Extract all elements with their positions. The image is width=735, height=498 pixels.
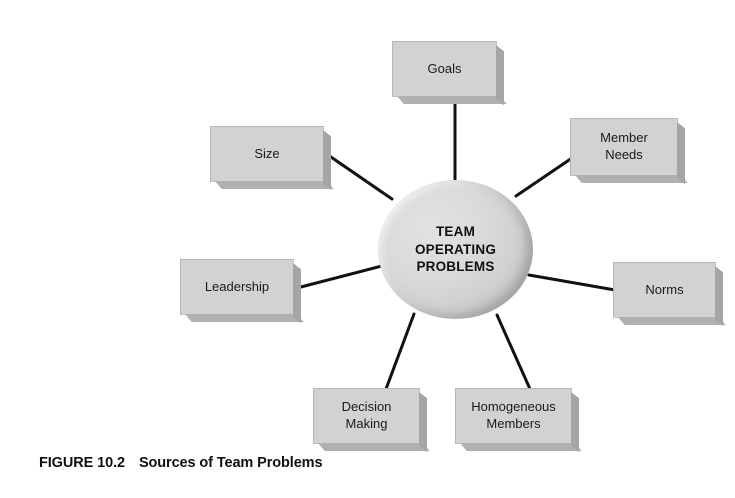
node-member-needs[interactable]: Member Needs xyxy=(570,118,678,176)
node-decision-making[interactable]: Decision Making xyxy=(313,388,420,444)
connector-decision-making xyxy=(384,312,416,391)
connector-member-needs xyxy=(514,156,574,198)
node-decision-making-line2: Making xyxy=(345,416,388,431)
node-member-needs-line1: Member xyxy=(600,130,648,146)
figure-caption-number: FIGURE 10.2 xyxy=(39,455,125,471)
node-size[interactable]: Size xyxy=(210,126,324,182)
node-goals-label: Goals xyxy=(427,60,462,76)
node-norms-label: Norms xyxy=(645,281,684,297)
connector-norms xyxy=(527,273,617,292)
hub-label-line3: PROBLEMS xyxy=(416,259,495,275)
connector-size xyxy=(326,153,394,201)
node-member-needs-label: Member Needs xyxy=(600,130,648,163)
node-homogeneous-members[interactable]: Homogeneous Members xyxy=(455,388,572,444)
node-leadership[interactable]: Leadership xyxy=(180,259,294,315)
node-size-label: Size xyxy=(254,145,280,161)
node-goals[interactable]: Goals xyxy=(392,41,497,97)
connector-homogeneous-members xyxy=(495,313,532,391)
node-homogeneous-members-line1: Homogeneous xyxy=(471,399,556,415)
hub-label-line2: OPERATING xyxy=(414,241,497,257)
figure-caption: FIGURE 10.2 Sources of Team Problems xyxy=(39,455,323,471)
node-homogeneous-members-line2: Members xyxy=(486,416,541,431)
connector-leadership xyxy=(295,264,384,290)
node-decision-making-label: Decision Making xyxy=(342,399,392,432)
hub-label: TEAM OPERATING PROBLEMS xyxy=(415,223,496,276)
node-norms[interactable]: Norms xyxy=(613,262,716,318)
hub-label-line1: TEAM xyxy=(435,223,476,239)
node-decision-making-line1: Decision xyxy=(341,399,392,415)
hub-circle: TEAM OPERATING PROBLEMS xyxy=(378,180,533,319)
figure-caption-title: Sources of Team Problems xyxy=(138,455,323,471)
node-leadership-label: Leadership xyxy=(204,278,270,294)
node-homogeneous-members-label: Homogeneous Members xyxy=(471,399,556,432)
node-member-needs-line2: Needs xyxy=(605,147,643,162)
